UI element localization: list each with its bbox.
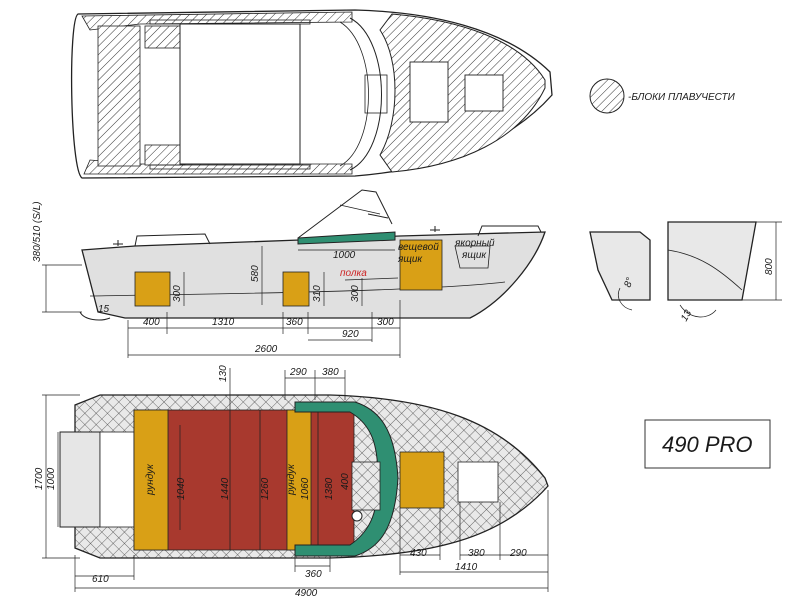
side-buoyancy-front [399, 239, 443, 291]
top-stern-seat-hatch [97, 25, 141, 167]
dim-d1440: 1440 [220, 477, 231, 500]
section-deadrise [667, 249, 743, 291]
dim-d1310: 1310 [212, 317, 235, 328]
side-label-storage-1: вещевой [398, 242, 439, 253]
side-steering [367, 213, 389, 219]
layout-chest-rear [133, 409, 169, 551]
dim-d360: 360 [286, 317, 303, 328]
layout-stern-platform [59, 431, 101, 528]
side-label-anchor-2: ящик [461, 250, 487, 261]
layout-dimensions: 1700 1000 130 290 380 1040 1440 1260 106… [34, 365, 549, 599]
layout-view: рундук рундук [59, 394, 549, 559]
dim-deg8: 8° [622, 276, 636, 289]
dim-w1000: 1000 [46, 467, 57, 490]
top-anchor-hatch [464, 74, 504, 112]
top-storage-hatch [409, 61, 449, 123]
layout-label-chest2: рундук [286, 463, 297, 496]
layout-anchor-hatch [457, 461, 499, 503]
layout-steering-wheel [351, 510, 363, 522]
dim-windshield: 1000 [333, 250, 356, 261]
dim-d1410: 1410 [455, 562, 478, 573]
side-rail-bow [477, 225, 542, 237]
side-console [297, 231, 396, 245]
dim-d1380: 1380 [324, 477, 335, 500]
side-anchor-box [454, 245, 491, 269]
legend-label: -БЛОКИ ПЛАВУЧЕСТИ [628, 92, 736, 103]
dim-d1060: 1060 [300, 477, 311, 500]
legend-buoyancy-swatch [589, 78, 625, 114]
dim-d4900: 4900 [295, 588, 318, 599]
top-cockpit [179, 23, 301, 165]
dim-d430: 430 [410, 548, 427, 559]
dim-h580: 580 [250, 265, 261, 282]
top-rear-bench-upper [144, 25, 186, 49]
model-label: 490 PRO [662, 432, 753, 457]
dim-h300a: 300 [172, 285, 183, 302]
dim-d400: 400 [143, 317, 160, 328]
model-label-box: 490 PRO [644, 419, 771, 469]
dim-d290a: 290 [289, 367, 307, 378]
dim-deg15: 15 [98, 304, 110, 315]
section-view: 800 8° 13 [589, 221, 782, 324]
layout-stern-seat [99, 431, 135, 528]
dim-d920: 920 [342, 329, 359, 340]
top-console-seat [364, 74, 388, 114]
side-label-anchor-1: якорный [454, 238, 495, 249]
top-windshield [349, 17, 382, 171]
top-deck-hatch [379, 13, 546, 173]
layout-buoyancy-front [399, 451, 445, 509]
layout-console [294, 401, 399, 557]
top-rail-lower [149, 164, 311, 170]
plan-view-top [70, 9, 553, 179]
side-windshield [297, 189, 393, 239]
side-shelf-line [344, 277, 399, 281]
side-cleat-stern [113, 240, 123, 246]
dim-d380b: 380 [468, 548, 485, 559]
dim-d380a: 380 [322, 367, 339, 378]
section-left [589, 231, 651, 301]
dim-d360: 360 [305, 569, 322, 580]
side-buoyancy-rear [134, 271, 171, 307]
dim-d1040: 1040 [176, 477, 187, 500]
side-rail-stern [134, 233, 211, 247]
dim-height: 380/510 (S/L) [32, 201, 43, 262]
layout-deck-red [133, 409, 355, 551]
legend: -БЛОКИ ПЛАВУЧЕСТИ [589, 78, 736, 114]
side-cleat-bow [430, 226, 440, 232]
dim-d1260: 1260 [260, 477, 271, 500]
side-label-shelf: полка [340, 268, 367, 279]
side-buoyancy-mid [282, 271, 310, 307]
side-transom-bottom [79, 311, 111, 321]
layout-label-chest1: рундук [145, 463, 156, 496]
dim-h310: 310 [312, 285, 323, 302]
side-windshield-frame [339, 204, 381, 215]
side-label-storage-2: ящик [397, 254, 423, 265]
dim-d300: 300 [377, 317, 394, 328]
side-dimensions: 380/510 (S/L) 1000 580 300 310 300 400 1… [32, 201, 401, 358]
top-side-hatch-upper [81, 11, 353, 31]
dim-d400: 400 [340, 473, 351, 490]
top-windshield-inner [339, 21, 369, 167]
dim-d2600: 2600 [254, 344, 278, 355]
top-rail-upper [149, 19, 311, 25]
side-view: вещевой ящик якорный ящик полка [79, 189, 546, 321]
dim-d130: 130 [218, 365, 229, 382]
top-rear-bench-lower [144, 144, 186, 166]
dim-deg13: 13 [679, 308, 694, 324]
dim-w1700: 1700 [34, 467, 45, 490]
dim-d290b: 290 [509, 548, 527, 559]
dim-h800: 800 [764, 258, 775, 275]
section-right [667, 221, 757, 301]
layout-console-seat [351, 461, 381, 511]
dim-d610: 610 [92, 574, 109, 585]
dim-h300b: 300 [350, 285, 361, 302]
